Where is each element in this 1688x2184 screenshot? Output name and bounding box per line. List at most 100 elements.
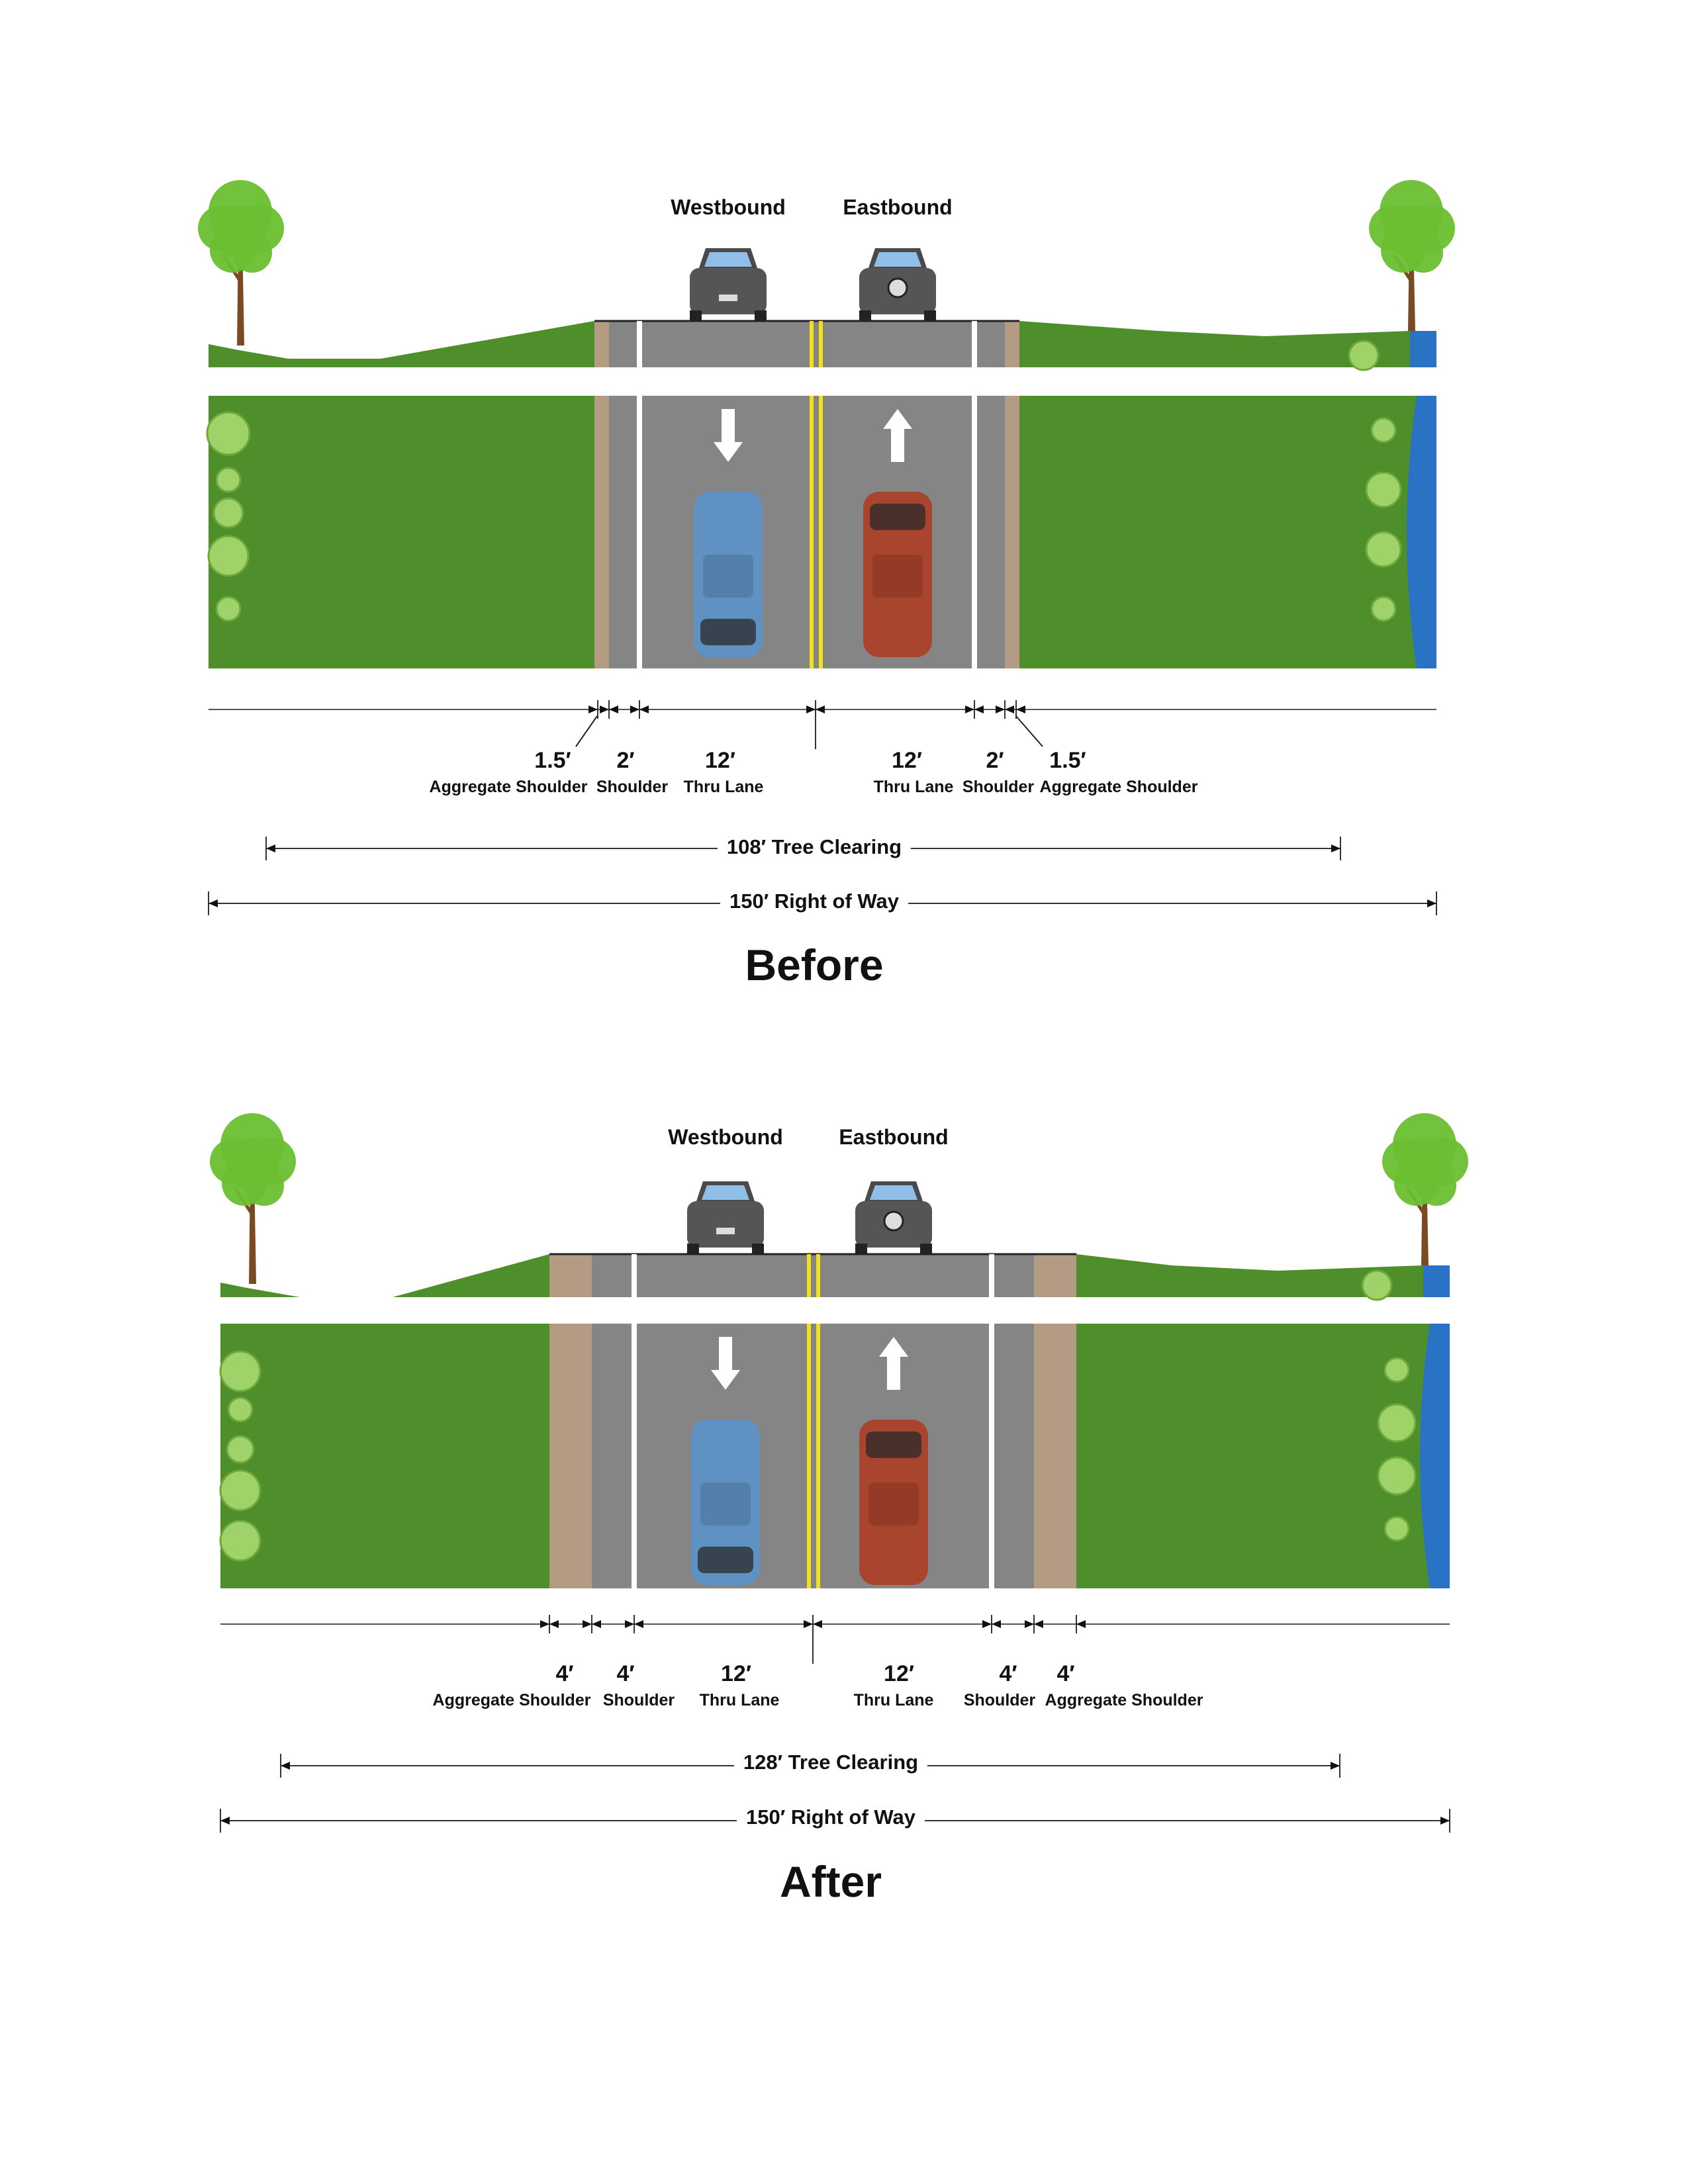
left-shoulder-label: Shoulder: [602, 1691, 675, 1709]
dimension-arrowhead: [281, 1762, 290, 1770]
center-line: [807, 1254, 811, 1297]
arrow-up-icon: [883, 409, 912, 462]
dimension-arrowhead: [806, 705, 816, 713]
dimension-arrowhead: [609, 705, 618, 713]
shrub-icon: [219, 1520, 261, 1562]
dimension-arrowhead: [1427, 899, 1436, 907]
dimension-arrowhead: [630, 705, 639, 713]
road-section: [592, 1254, 1034, 1297]
arrow-down-icon: [711, 1337, 740, 1390]
shrub-icon: [1383, 1357, 1410, 1383]
dimension-arrowhead: [1034, 1620, 1043, 1628]
right-aggregate-shoulder-label: Aggregate Shoulder: [1039, 778, 1198, 796]
dimension-arrowhead: [982, 1620, 992, 1628]
eastbound-lane-width: 12′: [892, 748, 922, 773]
right-ground-slope: [1076, 1254, 1423, 1297]
car-front-icon: [859, 248, 936, 321]
leader-line: [575, 715, 598, 747]
dimension-arrowhead: [625, 1620, 634, 1628]
dimension-arrowhead: [813, 1620, 822, 1628]
dimension-arrowhead: [634, 1620, 643, 1628]
edge-line-plan: [632, 1324, 637, 1588]
car-front-icon: [690, 248, 767, 321]
shrub-icon: [219, 1350, 261, 1392]
center-line-plan: [810, 396, 814, 668]
center-line-plan: [807, 1324, 811, 1588]
edge-line-plan: [989, 1324, 994, 1588]
shrub-icon: [215, 467, 242, 493]
dimension-arrowhead: [639, 705, 649, 713]
after-panel: Westbound Eastbound 4′ Aggregate Shoulde…: [0, 1099, 1688, 2184]
shrub-icon: [1348, 340, 1380, 371]
tree-clearing-label: 128′ Tree Clearing: [733, 1751, 928, 1774]
left-aggregate-shoulder-section: [594, 321, 609, 367]
shrub-icon: [212, 497, 244, 529]
center-line: [819, 321, 823, 367]
dimension-arrowhead: [992, 1620, 1001, 1628]
edge-line: [989, 1254, 994, 1297]
dimension-arrowhead: [1016, 705, 1025, 713]
arrow-down-icon: [714, 409, 743, 462]
eastbound-lane-label: Thru Lane: [873, 778, 954, 796]
westbound-car-icon: [691, 1420, 760, 1585]
dimension-arrowhead: [1025, 1620, 1034, 1628]
water-edge: [1410, 331, 1436, 367]
left-ground-slope: [209, 321, 594, 367]
car-front-icon: [855, 1181, 932, 1254]
panel-title: Before: [745, 940, 884, 989]
left-aggregate-shoulder-width: 4′: [555, 1661, 574, 1686]
after-road-diagram: [210, 1113, 1468, 1833]
left-ground-slope: [220, 1254, 549, 1297]
dimension-arrowhead: [1005, 705, 1014, 713]
left-aggregate-shoulder-plan: [594, 396, 609, 668]
shrub-icon: [1361, 1269, 1393, 1301]
shrub-icon: [1370, 417, 1397, 443]
right-shoulder-label: Shoulder: [962, 778, 1035, 796]
dimension-arrowhead: [592, 1620, 601, 1628]
tree-icon: [198, 180, 284, 345]
right-aggregate-shoulder-width: 1.5′: [1049, 748, 1086, 773]
tree-icon: [210, 1113, 296, 1284]
eastbound-lane-width: 12′: [884, 1661, 914, 1686]
right-aggregate-shoulder-width: 4′: [1056, 1661, 1075, 1686]
edge-line-plan: [972, 396, 977, 668]
dimension-arrowhead: [600, 705, 609, 713]
left-shoulder-width: 4′: [616, 1661, 635, 1686]
shrub-icon: [219, 1469, 261, 1512]
westbound-lane-label: Thru Lane: [683, 778, 764, 796]
right-shoulder-width: 4′: [999, 1661, 1017, 1686]
dimension-arrowhead: [974, 705, 984, 713]
eastbound-car-icon: [863, 492, 932, 657]
westbound-label: Westbound: [671, 195, 786, 219]
eastbound-lane-label: Thru Lane: [853, 1691, 934, 1709]
shrub-icon: [226, 1435, 255, 1464]
tree-clearing-label: 108′ Tree Clearing: [717, 835, 912, 859]
right-aggregate-shoulder-plan: [1034, 1324, 1076, 1588]
dimension-arrowhead: [220, 1817, 230, 1825]
shrub-icon: [206, 411, 251, 456]
eastbound-label: Eastbound: [839, 1125, 949, 1149]
right-ground-slope: [1019, 321, 1410, 367]
center-line: [816, 1254, 820, 1297]
westbound-car-icon: [694, 492, 763, 657]
center-line-plan: [819, 396, 823, 668]
right-shoulder-label: Shoulder: [963, 1691, 1036, 1709]
center-line-plan: [816, 1324, 820, 1588]
tree-icon: [1382, 1113, 1468, 1265]
before-panel: Westbound Eastbound 1.5′ Aggregate Shoul…: [0, 0, 1688, 1032]
water-edge: [1423, 1265, 1450, 1297]
road-plan: [609, 396, 1005, 668]
dimension-arrowhead: [1331, 1762, 1340, 1770]
edge-line: [632, 1254, 637, 1297]
shrub-icon: [227, 1396, 254, 1423]
westbound-label: Westbound: [668, 1125, 783, 1149]
dimension-arrowhead: [996, 705, 1005, 713]
dimension-arrowhead: [804, 1620, 813, 1628]
left-aggregate-shoulder-label: Aggregate Shoulder: [432, 1691, 591, 1709]
panel-title: After: [779, 1857, 882, 1906]
edge-line: [637, 321, 642, 367]
eastbound-label: Eastbound: [843, 195, 953, 219]
shrub-icon: [1365, 471, 1402, 508]
dimension-arrowhead: [1331, 844, 1340, 852]
shrub-icon: [1377, 1456, 1417, 1496]
